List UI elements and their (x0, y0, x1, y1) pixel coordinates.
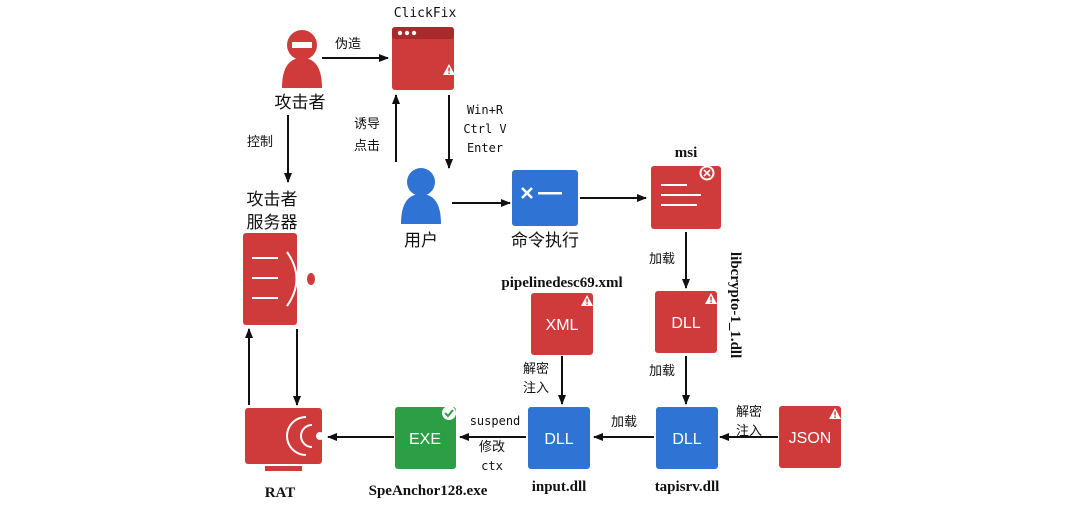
forge-label: 伪造 (335, 37, 361, 52)
rat-node: RAT (245, 408, 324, 501)
msi-label: msi (675, 145, 698, 161)
decrypt-json-label-line2: 注入 (736, 424, 762, 439)
server-node: 攻击者 服务器 (243, 190, 315, 325)
warning-icon (581, 295, 593, 306)
modify-label-line1: 修改 (479, 440, 505, 455)
keys-label-line1: Win+R (467, 103, 504, 117)
xml-label: pipelinedesc69.xml (501, 275, 622, 291)
clickfix-label: ClickFix (394, 6, 457, 21)
msi-node: msi (651, 145, 721, 229)
input-dll-box-text: DLL (544, 431, 573, 448)
input-dll-node: DLL input.dll (528, 407, 590, 495)
tapisrv-dll-label: tapisrv.dll (655, 479, 720, 495)
libcrypto-dll-box-text: DLL (671, 315, 700, 332)
server-icon (243, 233, 315, 325)
clickfix-node: ClickFix (392, 6, 456, 90)
lure-label-line2: 点击 (354, 139, 380, 154)
exe-node: EXE SpeAnchor128.exe (369, 406, 488, 499)
libcrypto-dll-box (655, 291, 717, 353)
suspend-label: suspend (470, 414, 521, 428)
user-node: 用户 (401, 168, 441, 251)
attacker-label: 攻击者 (275, 93, 326, 113)
attacker-node: 攻击者 (275, 30, 326, 113)
xml-node: pipelinedesc69.xml XML (501, 275, 623, 355)
keys-label-line3: Enter (467, 141, 503, 155)
input-dll-label: input.dll (532, 479, 587, 495)
browser-window-warning-icon (392, 27, 455, 90)
exe-box-text: EXE (409, 431, 441, 448)
edges (245, 54, 778, 441)
keys-label-line2: Ctrl V (463, 122, 506, 136)
libcrypto-dll-label: libcrypto-1_1.dll (727, 252, 743, 358)
user-person-icon (401, 168, 441, 224)
input-dll-box (528, 407, 590, 469)
server-label-line2: 服务器 (247, 213, 298, 233)
decrypt-json-label-line1: 解密 (736, 404, 762, 420)
json-box (779, 406, 841, 468)
tapisrv-dll-box (656, 407, 718, 469)
command-icon (512, 170, 578, 226)
xml-box (531, 293, 593, 355)
lure-label-line1: 诱导 (354, 117, 380, 132)
tapisrv-dll-box-text: DLL (672, 431, 701, 448)
json-box-text: JSON (789, 430, 832, 447)
xml-box-text: XML (546, 317, 579, 334)
server-label-line1: 攻击者 (247, 190, 298, 210)
warning-icon (829, 408, 841, 419)
exe-label: SpeAnchor128.exe (369, 483, 488, 499)
rat-label: RAT (265, 485, 296, 501)
warning-icon (705, 293, 717, 304)
user-label: 用户 (404, 231, 438, 251)
decrypt-xml-label-line2: 注入 (523, 381, 549, 396)
cmd-label: 命令执行 (511, 231, 579, 251)
cmd-node: 命令执行 (511, 170, 579, 251)
libcrypto-dll-node: DLL libcrypto-1_1.dll (655, 252, 743, 358)
control-label: 控制 (247, 135, 273, 150)
attacker-person-icon (282, 30, 322, 88)
load-label-2: 加载 (649, 364, 675, 379)
rat-device-icon (245, 408, 324, 471)
load-label-1: 加载 (649, 252, 675, 267)
tapisrv-dll-node: DLL tapisrv.dll (655, 407, 720, 495)
checkmark-icon (442, 406, 456, 420)
exe-box (395, 407, 456, 469)
json-node: JSON (779, 406, 841, 468)
load-label-3: 加载 (611, 415, 637, 430)
decrypt-xml-label-line1: 解密 (523, 361, 549, 377)
document-error-icon (651, 165, 721, 229)
modify-label-line2: ctx (481, 459, 503, 473)
